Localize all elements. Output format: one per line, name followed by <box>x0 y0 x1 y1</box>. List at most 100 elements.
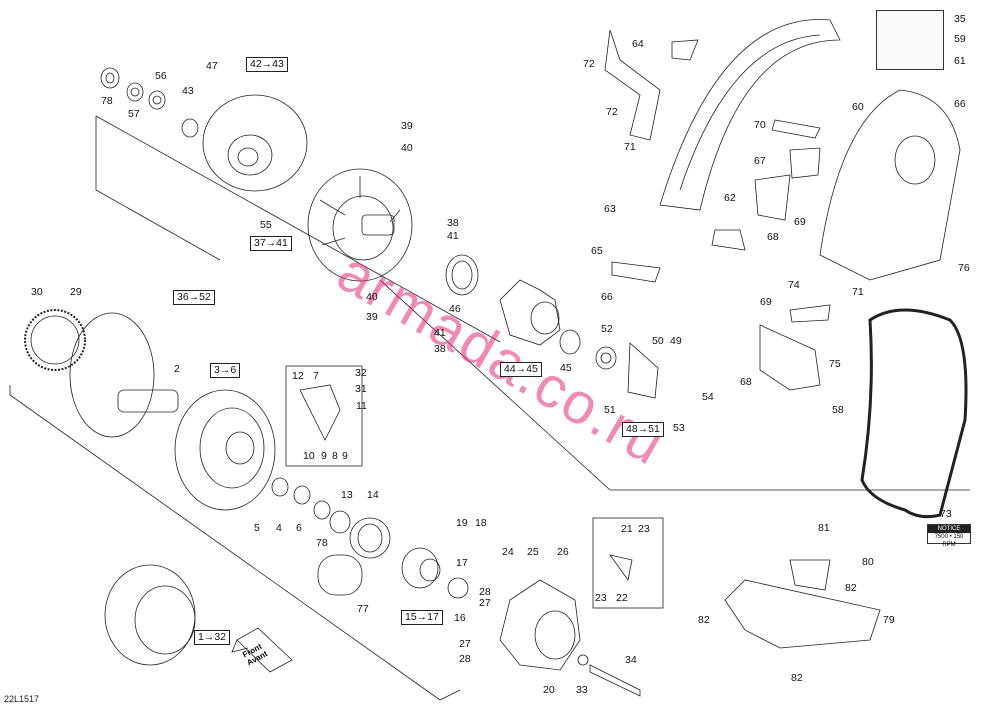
part-label: 28 <box>479 586 491 598</box>
range-box-36-52: 36→52 <box>173 290 215 305</box>
part-label: 82 <box>698 614 710 626</box>
part-label: 31 <box>355 383 367 395</box>
part-label: 28 <box>459 653 471 665</box>
part-label: 54 <box>702 391 714 403</box>
part-label: 73 <box>940 508 952 520</box>
part-label: 59 <box>954 33 966 45</box>
range-box-15-17: 15→17 <box>401 610 443 625</box>
part-label: 40 <box>401 142 413 154</box>
part-label: 46 <box>449 303 461 315</box>
part-label: 55 <box>260 219 272 231</box>
part-label: 81 <box>818 522 830 534</box>
part-label: 69 <box>794 216 806 228</box>
part-label: 26 <box>557 546 569 558</box>
part-label: 52 <box>601 323 613 335</box>
part-label: 17 <box>456 557 468 569</box>
part-label: 64 <box>632 38 644 50</box>
part-label: 9 <box>321 450 327 462</box>
part-label: 25 <box>527 546 539 558</box>
part-label: 29 <box>70 286 82 298</box>
part-label: 16 <box>454 612 466 624</box>
part-label: 34 <box>625 654 637 666</box>
diagram-code: 22L1517 <box>4 694 40 704</box>
part-label: 33 <box>576 684 588 696</box>
part-label: 40 <box>366 291 378 303</box>
part-label: 66 <box>601 291 613 303</box>
part-label: 23 <box>595 592 607 604</box>
range-box-3-6: 3→6 <box>210 363 241 378</box>
part-label: 41 <box>434 327 446 339</box>
part-label: 78 <box>316 537 328 549</box>
range-box-42-43: 42→43 <box>246 57 288 72</box>
part-label: 70 <box>754 119 766 131</box>
part-label: 27 <box>479 597 491 609</box>
part-label: 27 <box>459 638 471 650</box>
part-label: 14 <box>367 489 379 501</box>
part-label: 18 <box>475 517 487 529</box>
rpm-decal-title: NOTICE <box>928 525 970 533</box>
part-label: 49 <box>670 335 682 347</box>
part-label: 22 <box>616 592 628 604</box>
part-label: 2 <box>174 363 180 375</box>
part-label: 56 <box>155 70 167 82</box>
part-label: 63 <box>604 203 616 215</box>
part-label: 13 <box>341 489 353 501</box>
warning-decal <box>876 10 944 70</box>
part-label: 66 <box>954 98 966 110</box>
rpm-decal: NOTICE 7500 • 150 RPM <box>927 524 971 548</box>
part-label: 50 <box>652 335 664 347</box>
part-label: 20 <box>543 684 555 696</box>
range-box-48-51: 48→51 <box>622 422 664 437</box>
range-box-1-32: 1→32 <box>194 630 231 645</box>
part-label: 71 <box>852 286 864 298</box>
part-label: 68 <box>767 231 779 243</box>
part-label: 12 <box>292 370 304 382</box>
range-box-37-41: 37→41 <box>250 236 292 251</box>
part-label: 53 <box>673 422 685 434</box>
part-label: 58 <box>832 404 844 416</box>
part-label: 77 <box>357 603 369 615</box>
part-label: 62 <box>724 192 736 204</box>
part-label: 32 <box>355 367 367 379</box>
part-label: 82 <box>791 672 803 684</box>
part-label: 72 <box>583 58 595 70</box>
part-label: 10 <box>303 450 315 462</box>
part-label: 23 <box>638 523 650 535</box>
part-label: 43 <box>182 85 194 97</box>
part-label: 41 <box>447 230 459 242</box>
part-label: 6 <box>296 522 302 534</box>
part-label: 71 <box>624 141 636 153</box>
part-label: 51 <box>604 404 616 416</box>
part-label: 72 <box>606 106 618 118</box>
part-label: 24 <box>502 546 514 558</box>
part-label: 19 <box>456 517 468 529</box>
part-label: 7 <box>313 370 319 382</box>
part-label: 69 <box>760 296 772 308</box>
part-label: 47 <box>206 60 218 72</box>
part-label: 82 <box>845 582 857 594</box>
part-label: 57 <box>128 108 140 120</box>
part-label: 38 <box>434 343 446 355</box>
part-label: 67 <box>754 155 766 167</box>
part-label: 60 <box>852 101 864 113</box>
part-label: 9 <box>342 450 348 462</box>
part-label: 76 <box>958 262 970 274</box>
part-label: 30 <box>31 286 43 298</box>
range-box-44-45: 44→45 <box>500 362 542 377</box>
part-label: 38 <box>447 217 459 229</box>
rpm-decal-text: 7500 • 150 RPM <box>934 534 964 548</box>
part-label: 75 <box>829 358 841 370</box>
part-label: 65 <box>591 245 603 257</box>
part-label: 74 <box>788 279 800 291</box>
part-label: 5 <box>254 522 260 534</box>
part-label: 80 <box>862 556 874 568</box>
part-label: 21 <box>621 523 633 535</box>
part-label: 45 <box>560 362 572 374</box>
part-label: 11 <box>356 400 367 412</box>
part-label: 39 <box>401 120 413 132</box>
part-label: 78 <box>101 95 113 107</box>
part-label: 61 <box>954 55 966 67</box>
part-label: 8 <box>332 450 338 462</box>
